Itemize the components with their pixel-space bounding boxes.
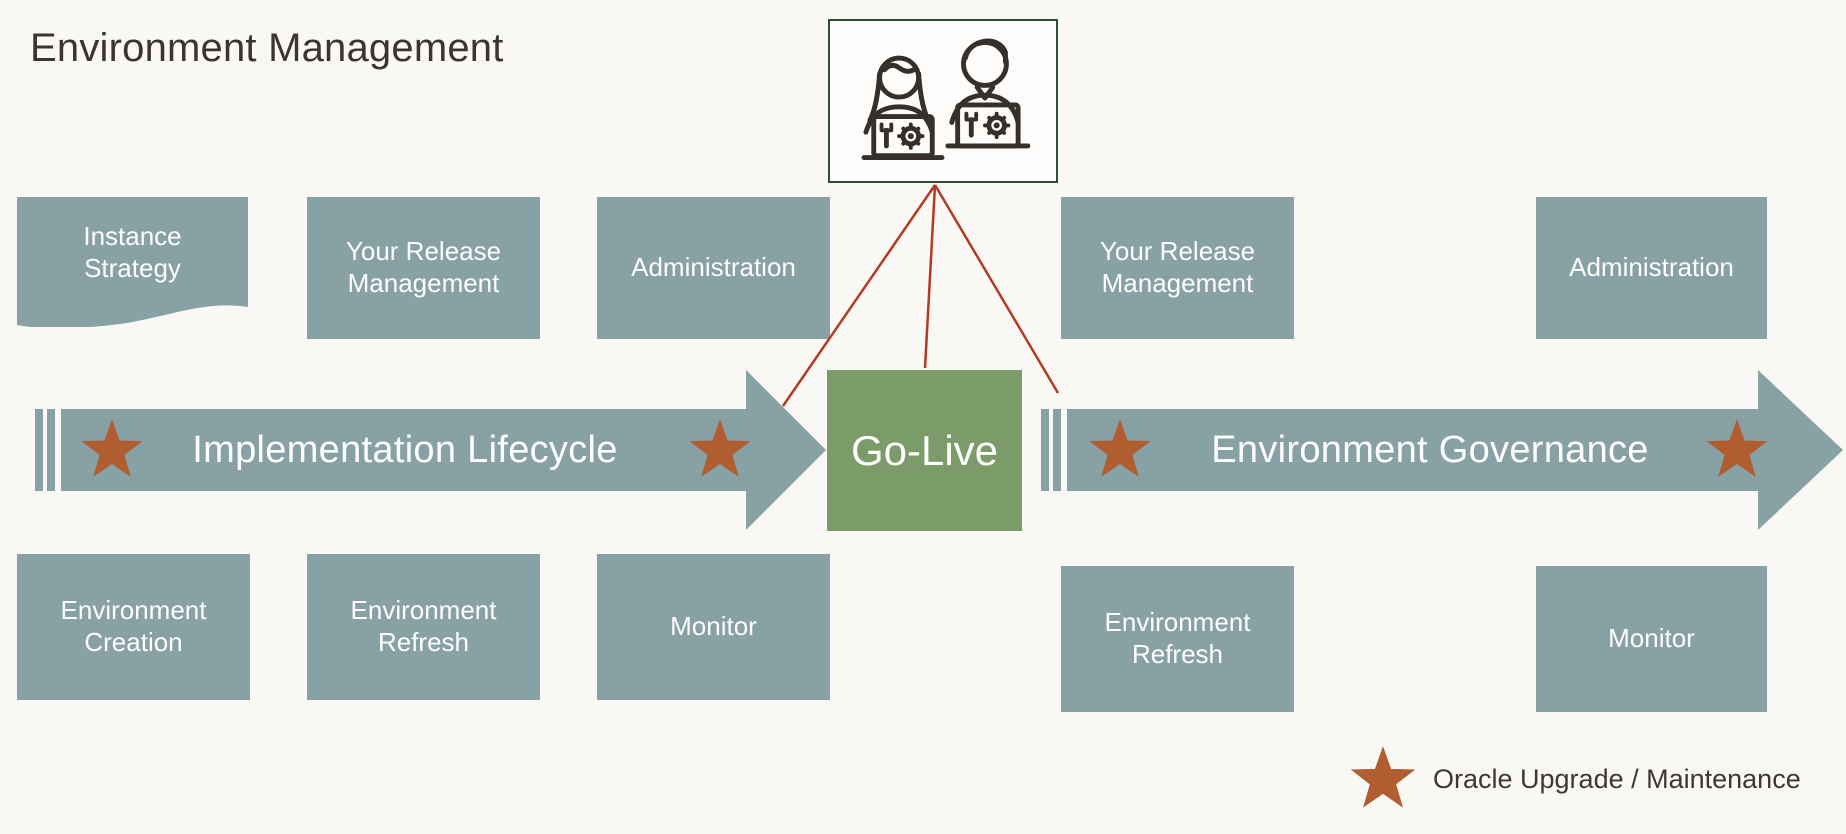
environment-refresh-box-right: Environment Refresh	[1061, 566, 1294, 712]
upgrade-star-icon	[81, 419, 143, 477]
administration-box-right: Administration	[1536, 197, 1767, 339]
instance-strategy-box	[17, 197, 248, 329]
speed-bar	[1053, 409, 1061, 491]
upgrade-star-icon	[689, 419, 751, 477]
environment-creation-box: Environment Creation	[17, 554, 250, 700]
implementation-arrow-band	[61, 409, 746, 491]
wave-shape	[17, 197, 248, 329]
release-management-box-right: Your Release Management	[1061, 197, 1294, 339]
go-live-box: Go-Live	[827, 370, 1022, 531]
legend-star-icon	[1350, 746, 1416, 808]
legend-label: Oracle Upgrade / Maintenance	[1433, 763, 1801, 794]
environment-refresh-box-left: Environment Refresh	[307, 554, 540, 700]
implementation-arrow-label: Implementation Lifecycle	[192, 428, 618, 471]
speed-bar	[35, 409, 43, 491]
governance-arrow-label: Environment Governance	[1211, 428, 1649, 471]
instance-strategy-label: Instance Strategy	[83, 220, 182, 283]
governance-arrowhead-icon	[1758, 370, 1843, 530]
implementation-arrowhead-icon	[746, 370, 826, 530]
speed-bar	[47, 409, 55, 491]
speed-bar	[1041, 409, 1049, 491]
monitor-box-right: Monitor	[1536, 566, 1767, 712]
page-title: Environment Management	[30, 26, 504, 70]
monitor-box-left: Monitor	[597, 554, 830, 700]
upgrade-star-icon	[1089, 419, 1151, 477]
administration-box-left: Administration	[597, 197, 830, 339]
release-management-box-left: Your Release Management	[307, 197, 540, 339]
governance-arrow-band	[1067, 409, 1758, 491]
upgrade-star-icon	[1706, 419, 1768, 477]
people-at-laptops-icon	[861, 38, 1031, 161]
people-at-laptops-icon-box	[828, 19, 1058, 183]
